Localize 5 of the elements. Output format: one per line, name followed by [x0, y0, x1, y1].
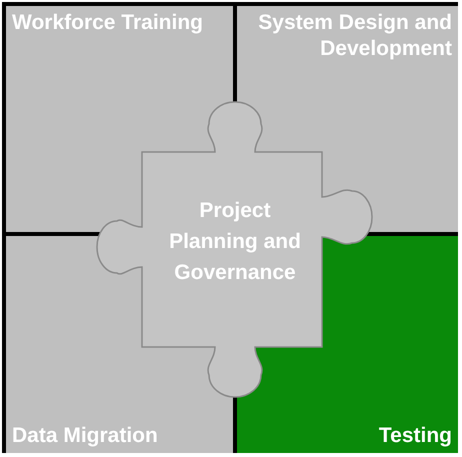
panel-title: System Design and Development [257, 10, 452, 62]
panel-title: Data Migration [12, 423, 159, 449]
panel-title: Workforce Training [12, 10, 204, 36]
panel-title: Testing [378, 423, 452, 449]
piece-title: Project Planning and Governance [168, 198, 302, 286]
